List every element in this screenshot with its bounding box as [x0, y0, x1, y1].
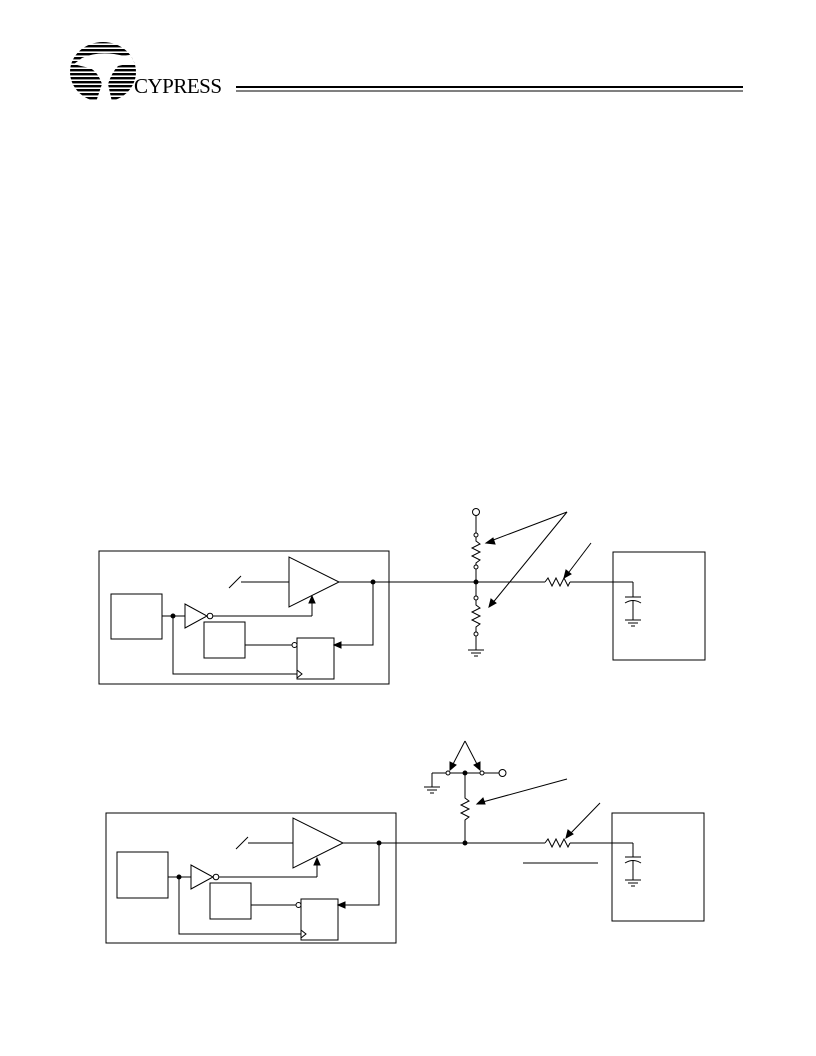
bus-slash [235, 836, 249, 850]
series-resistor [544, 837, 571, 849]
vcc-terminal [472, 508, 480, 516]
switch-contact [479, 770, 485, 776]
annotation-arrow [490, 511, 568, 606]
resistor-divider-termination-circuit [98, 508, 706, 685]
bus-slash [228, 575, 242, 589]
receiver-box [612, 551, 706, 661]
flip-flop [296, 637, 335, 680]
pull-down-resistor [470, 600, 482, 632]
termination-resistor [459, 795, 471, 843]
pull-up-resistor [470, 537, 482, 565]
inverter-bubble [206, 612, 214, 620]
logic-block [110, 593, 163, 640]
receiver-box [611, 812, 705, 922]
inverter-bubble [212, 873, 220, 881]
device-box [98, 550, 390, 685]
flip-flop [300, 898, 339, 941]
annotation-arrow [567, 802, 601, 837]
annotation-arrow [487, 511, 568, 543]
annotation-arrow [478, 778, 568, 804]
vcc-terminal [498, 769, 507, 777]
variable-resistor-termination-circuit [105, 740, 705, 944]
control-block [209, 882, 252, 920]
switch-contact [445, 770, 451, 776]
ground-symbol [468, 649, 484, 657]
cypress-logo-graphic [70, 42, 743, 102]
load-capacitor [624, 856, 642, 887]
load-capacitor [624, 596, 642, 627]
series-resistor [544, 576, 571, 588]
annotation-arrow [565, 542, 592, 577]
page-header: CYPRESS [0, 0, 816, 110]
control-block [203, 621, 246, 659]
device-box [105, 812, 397, 944]
logic-block [116, 851, 169, 899]
ground-symbol [424, 786, 440, 794]
cypress-tree-logo-icon [70, 42, 136, 102]
brand-name: CYPRESS [134, 74, 222, 98]
